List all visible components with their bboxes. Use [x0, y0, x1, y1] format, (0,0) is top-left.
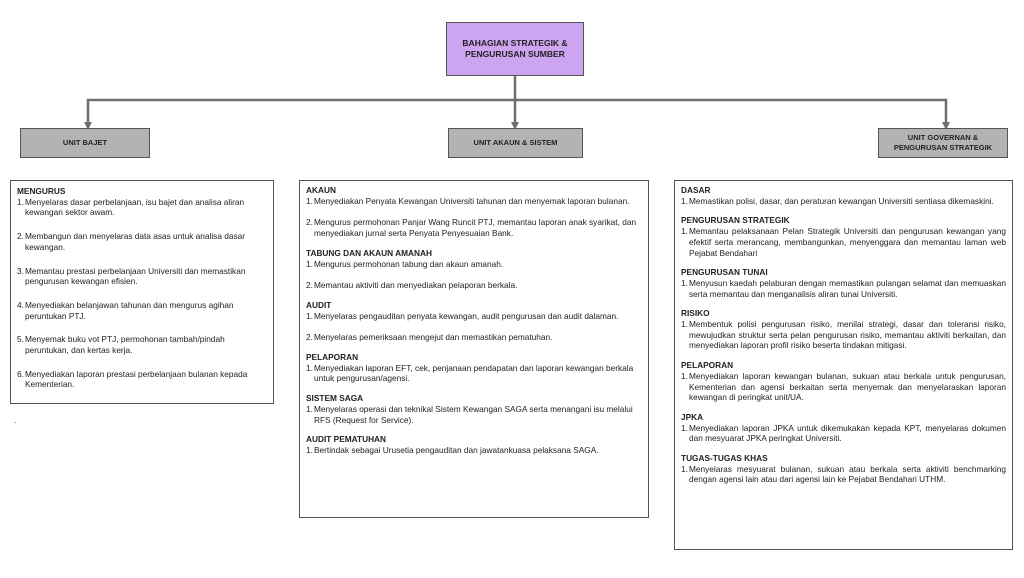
unit-akaun-label: UNIT AKAUN & SISTEM	[473, 138, 558, 147]
section-title: TUGAS-TUGAS KHAS	[681, 453, 768, 464]
section-title: JPKA	[681, 411, 704, 422]
list-item: 1.Bertindak sebagai Urusetia pengauditan…	[306, 444, 599, 455]
unit-bajet-panel: MENGURUS 1.Menyelaras dasar perbelanjaan…	[10, 180, 274, 404]
section-mengurus: MENGURUS 1.Menyelaras dasar perbelanjaan…	[17, 186, 267, 390]
list-item: 2.Menyelaras pemeriksaan mengejut dan me…	[306, 332, 553, 343]
section-title: AKAUN	[306, 185, 336, 195]
list-item: 2.Membangun dan menyelaras data asas unt…	[17, 231, 246, 252]
unit-governan-label: UNIT GOVERNAN & PENGURUSAN STRATEGIK	[893, 133, 993, 152]
section-tugas-khas: TUGAS-TUGAS KHAS 1.Menyelaras mesyuarat …	[681, 453, 1006, 485]
section-risiko: RISIKO 1.Membentuk polisi pengurusan ris…	[681, 308, 1006, 351]
list-item: 3.Memantau prestasi perbelanjaan Univers…	[17, 265, 246, 287]
section-title: PELAPORAN	[681, 360, 734, 371]
list-item: 1.Menyediakan laporan kewangan bulanan, …	[681, 370, 1006, 403]
list-item: 1.Menyediakan laporan EFT, cek, penjanaa…	[306, 362, 634, 384]
list-item: 1.Memantau pelaksanaan Pelan Strategik U…	[681, 226, 1006, 258]
section-title: RISIKO	[681, 308, 710, 319]
unit-bajet-node: UNIT BAJET	[20, 128, 150, 158]
section-title: SISTEM SAGA	[306, 393, 364, 404]
list-item: 1.Memastikan polisi, dasar, dan peratura…	[681, 195, 994, 206]
list-item: 2.Mengurus permohonan Panjar Wang Runcit…	[306, 217, 637, 239]
list-item: 1.Mengurus permohonan tabung dan akaun a…	[306, 258, 504, 269]
unit-bajet-label: UNIT BAJET	[62, 138, 108, 147]
section-title: PENGURUSAN STRATEGIK	[681, 215, 790, 226]
list-item: 1.Menyediakan laporan JPKA untuk dikemuk…	[681, 422, 1006, 444]
unit-governan-panel: DASAR 1.Memastikan polisi, dasar, dan pe…	[674, 180, 1013, 550]
top-node-label: BAHAGIAN STRATEGIK & PENGURUSAN SUMBER	[462, 38, 568, 59]
left-branch-line	[84, 98, 515, 130]
section-title: PENGURUSAN TUNAI	[681, 267, 768, 278]
section-dasar: DASAR 1.Memastikan polisi, dasar, dan pe…	[681, 185, 1006, 206]
list-item: 2.Memantau aktiviti dan menyediakan pela…	[306, 280, 518, 291]
right-branch-line	[515, 98, 950, 130]
list-item: 1.Menyelaras operasi dan teknikal Sistem…	[306, 403, 633, 425]
list-item: 1.Menyelaras dasar perbelanjaan, isu baj…	[17, 196, 245, 218]
list-item: 4.Menyediakan belanjawan tahunan dan men…	[17, 299, 234, 321]
section-pelaporan: PELAPORAN 1.Menyediakan laporan kewangan…	[681, 360, 1006, 403]
section-pelaporan: PELAPORAN 1.Menyediakan laporan EFT, cek…	[306, 352, 642, 384]
list-item: 1.Menyusun kaedah pelaburan dengan memas…	[681, 277, 1006, 299]
stray-mark: .	[14, 416, 17, 425]
section-audit: AUDIT 1.Menyelaras pengauditan penyata k…	[306, 300, 642, 343]
unit-akaun-node: UNIT AKAUN & SISTEM	[448, 128, 583, 158]
list-item: 1.Membentuk polisi pengurusan risiko, me…	[681, 319, 1006, 351]
top-node-strategik: BAHAGIAN STRATEGIK & PENGURUSAN SUMBER	[446, 22, 584, 76]
list-item: 1.Menyediakan Penyata Kewangan Universit…	[306, 195, 630, 206]
list-item: 1.Menyelaras pengauditan penyata kewanga…	[306, 310, 619, 321]
section-jpka: JPKA 1.Menyediakan laporan JPKA untuk di…	[681, 412, 1006, 444]
section-akaun: AKAUN 1.Menyediakan Penyata Kewangan Uni…	[306, 185, 642, 239]
unit-akaun-panel: AKAUN 1.Menyediakan Penyata Kewangan Uni…	[299, 180, 649, 518]
section-pengurusan-tunai: PENGURUSAN TUNAI 1.Menyusun kaedah pelab…	[681, 267, 1006, 299]
section-tabung: TABUNG DAN AKAUN AMANAH 1.Mengurus permo…	[306, 248, 642, 291]
list-item: 1.Menyelaras mesyuarat bulanan, sukuan a…	[681, 463, 1006, 485]
section-title: AUDIT	[306, 299, 332, 310]
list-item: 5.Menyemak buku vot PTJ, permohonan tamb…	[17, 334, 225, 356]
list-item: 6.Menyediakan laporan prestasi perbelanj…	[17, 368, 248, 390]
section-audit-pematuhan: AUDIT PEMATUHAN 1.Bertindak sebagai Urus…	[306, 434, 642, 455]
unit-governan-node: UNIT GOVERNAN & PENGURUSAN STRATEGIK	[878, 128, 1008, 158]
section-title: TABUNG DAN AKAUN AMANAH	[306, 247, 432, 258]
section-title: AUDIT PEMATUHAN	[306, 434, 387, 445]
section-title: PELAPORAN	[306, 352, 359, 363]
section-title: DASAR	[681, 185, 711, 195]
section-sistem-saga: SISTEM SAGA 1.Menyelaras operasi dan tek…	[306, 393, 642, 425]
section-pengurusan-strategik: PENGURUSAN STRATEGIK 1.Memantau pelaksan…	[681, 215, 1006, 258]
section-title: MENGURUS	[17, 186, 66, 196]
